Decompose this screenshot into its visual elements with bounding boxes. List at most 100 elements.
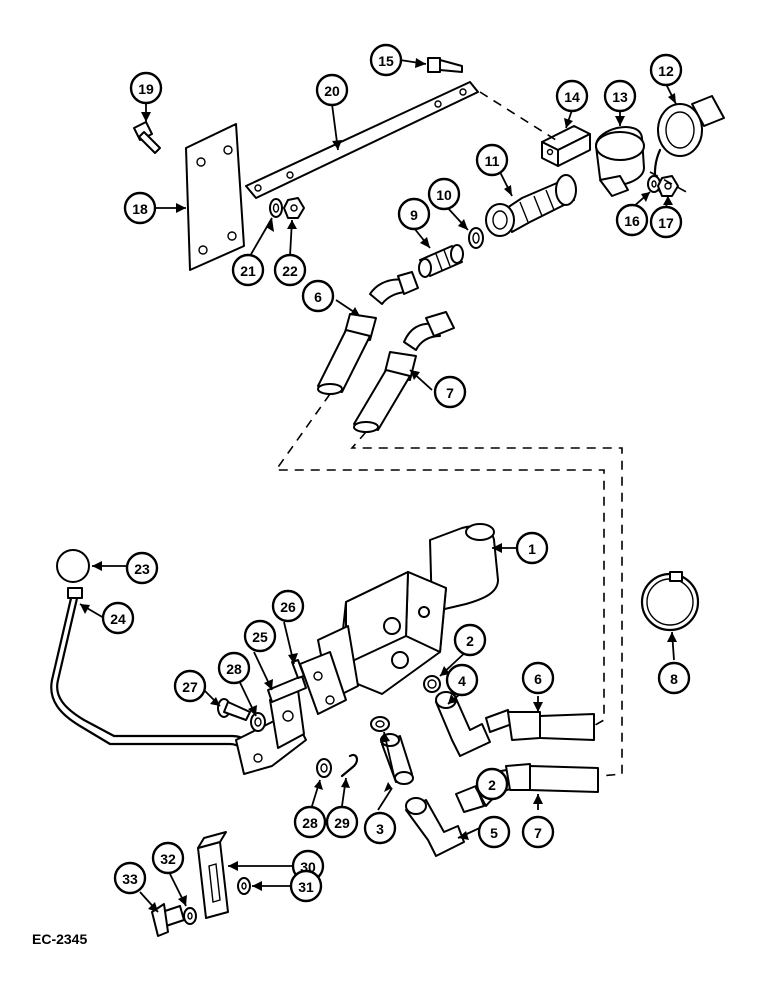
control-valve [299,523,499,715]
callout-c17: 17 [649,205,683,239]
callout-circle [123,191,157,225]
callout-c4: 4 [445,663,479,697]
bolt-15 [427,57,463,73]
callout-c32: 32 [151,841,185,875]
figure-reference: EC-2345 [32,931,87,947]
callout-number: 27 [182,679,198,695]
callout-circle [427,177,461,211]
callout-c5: 5 [477,815,511,849]
callout-c12: 12 [649,53,683,87]
callout-number: 7 [446,385,454,401]
hose-7-upper [353,311,455,433]
callout-number: 21 [240,263,256,279]
mounting-plate [185,123,245,271]
callout-circle [369,43,403,77]
quick-coupler [485,174,577,237]
callout-c28b: 28 [293,805,327,839]
callout-circle [289,869,323,903]
callout-number: 11 [485,153,500,169]
washer-32 [183,907,197,925]
callout-c31: 31 [289,869,323,903]
adapter-fitting [418,244,464,278]
callout-number: 26 [280,599,296,615]
callout-circle [325,805,359,839]
callout-circle [397,197,431,231]
callout-circle [521,815,555,849]
o-ring-2-lower [370,716,390,732]
callout-number: 5 [490,825,498,841]
washer-21 [269,198,283,218]
callout-circle [615,203,649,237]
callout-number: 1 [528,541,536,557]
callout-circle [293,805,327,839]
callout-number: 2 [466,633,474,649]
callout-c22: 22 [273,253,307,287]
cotter-pin-29 [340,753,359,778]
callout-number: 2 [488,777,496,793]
callout-number: 19 [138,81,154,97]
lever-bracket [235,689,307,775]
callout-circle [231,253,265,287]
callout-circle [113,861,147,895]
callout-c27: 27 [173,669,207,703]
callout-c29: 29 [325,805,359,839]
roll-pin-26 [291,659,305,679]
callout-number: 9 [410,207,418,223]
callout-circle [301,279,335,313]
callout-c33: 33 [113,861,147,895]
callout-c13: 13 [603,79,637,113]
spacer-block [541,125,591,167]
callout-c24: 24 [101,601,135,635]
callout-c1: 1 [515,531,549,565]
callout-number: 31 [298,879,314,895]
callout-number: 29 [334,815,350,831]
callout-circle [173,669,207,703]
callout-number: 12 [658,63,674,79]
callout-circle [101,601,135,635]
clevis-pin-27 [217,698,251,721]
callout-number: 15 [378,53,394,69]
callout-number: 24 [110,611,126,627]
o-ring-2-upper [423,675,441,693]
callout-c25: 25 [243,619,277,653]
holder-clamp [595,125,645,197]
ball-knob [56,549,90,583]
callout-c14: 14 [555,79,589,113]
wing-bolt-33 [151,903,185,937]
callout-number: 7 [534,825,542,841]
support-bar [245,81,479,199]
callout-circle [363,811,397,845]
callout-circle [603,79,637,113]
callout-circle [649,205,683,239]
callout-circle [521,661,555,695]
washer-28-lower [316,758,332,778]
callout-c19: 19 [129,71,163,105]
pin-25 [267,675,307,703]
callout-number: 13 [612,89,628,105]
callout-circle [151,841,185,875]
callout-number: 16 [624,213,640,229]
callout-circle [475,767,509,801]
callout-number: 32 [160,851,176,867]
dust-cap [653,95,725,198]
callout-number: 6 [314,289,322,305]
callout-number: 14 [564,89,580,105]
callout-number: 6 [534,671,542,687]
callout-c21: 21 [231,253,265,287]
callout-number: 25 [252,629,268,645]
callout-c20: 20 [315,73,349,107]
hose-clamp [640,571,700,632]
nut-22 [283,197,305,219]
callout-c6b: 6 [521,661,555,695]
routing-lines [274,91,691,777]
callout-circle [657,661,691,695]
washer-28-upper [250,712,266,732]
hose-6-lower [485,709,595,741]
callout-circle [125,551,159,585]
callout-number: 22 [282,263,298,279]
callout-c15: 15 [369,43,403,77]
callout-c2a: 2 [453,623,487,657]
